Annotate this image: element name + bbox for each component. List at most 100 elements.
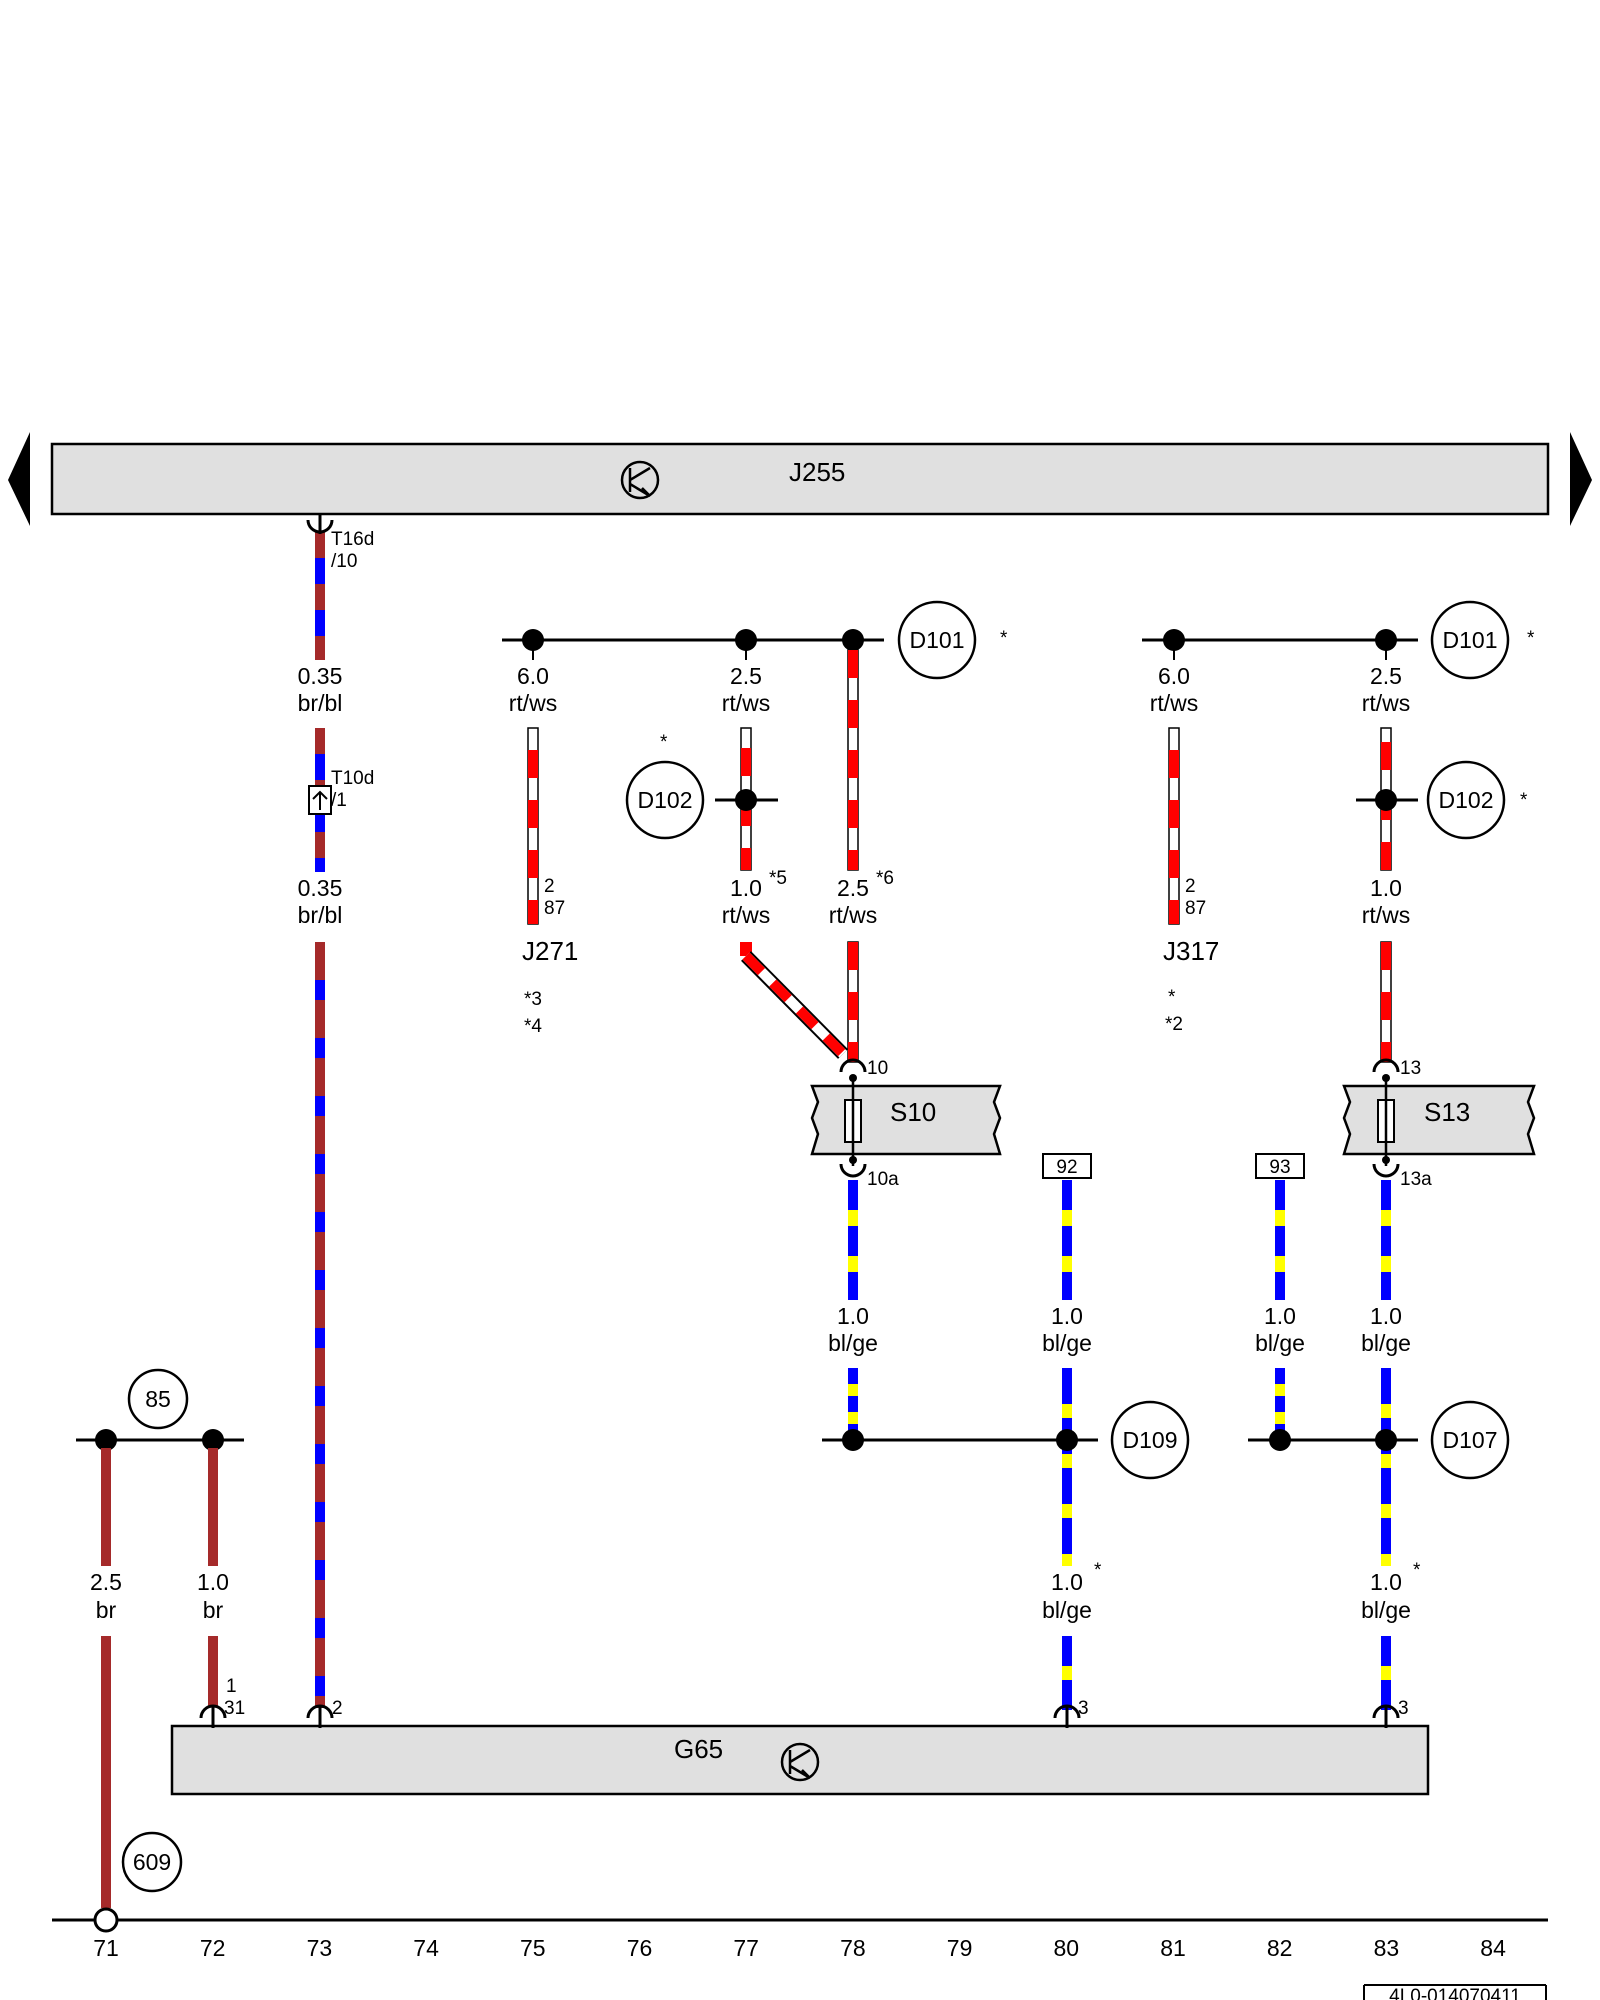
wire-71-color: br	[96, 1597, 117, 1623]
wire-83b-color: rt/ws	[1362, 902, 1411, 928]
page-continue-left-arrow[interactable]	[8, 432, 30, 526]
junction-72	[202, 1429, 224, 1451]
ref-box-93[interactable]	[1255, 1153, 1305, 1179]
node-d101-right-circle	[1430, 600, 1510, 680]
node-609[interactable]: 609	[121, 1831, 183, 1893]
wire-77b-size: 1.0	[730, 875, 762, 901]
wire-73-size-mid: 0.35	[298, 875, 343, 901]
pin-j271-bottom: 87	[544, 898, 565, 919]
module-j255[interactable]: J255	[50, 442, 1550, 516]
module-g65[interactable]: G65	[170, 1724, 1430, 1796]
axis-tick-label: 82	[1267, 1935, 1293, 1961]
wire-83c-color: bl/ge	[1361, 1330, 1411, 1356]
electronic-symbol-icon	[620, 460, 660, 500]
junction-d102-left	[735, 789, 757, 811]
component-j317-label: J317	[1163, 936, 1219, 966]
pin-s13-out-icon	[1372, 1163, 1400, 1178]
axis-tick-label: 80	[1054, 1935, 1080, 1961]
axis-tick-label: 81	[1160, 1935, 1186, 1961]
node-d101-left-label: D101	[910, 627, 965, 653]
footer-doc-id: 4L0-014070411	[1363, 1984, 1547, 2000]
wire-72-color: br	[203, 1597, 224, 1623]
pin-g65-72-b: 31	[224, 1698, 245, 1719]
junction-d107-83	[1375, 1429, 1397, 1451]
connector-t16d[interactable]: T16d /10	[306, 514, 374, 572]
connector-t10d-pin-label: /1	[331, 790, 347, 811]
pin-s10-in-dot	[849, 1074, 857, 1082]
node-d109-circle	[1110, 1400, 1190, 1480]
junction-d102-right	[1375, 789, 1397, 811]
wire-78[interactable]	[847, 649, 859, 871]
junction-75	[522, 629, 544, 651]
wire-80b-size: 1.0	[1051, 1569, 1083, 1595]
wire-81[interactable]	[1168, 727, 1180, 925]
node-d109-label: D109	[1123, 1427, 1178, 1453]
node-d101-right-label: D101	[1443, 627, 1498, 653]
junction-77	[735, 629, 757, 651]
page-continue-right-arrow[interactable]	[1570, 432, 1592, 526]
fuse-holder-s10[interactable]: S10	[810, 1076, 1002, 1166]
axis-tick-label: 73	[307, 1935, 333, 1961]
axis-tick-label: 84	[1480, 1935, 1506, 1961]
connector-t10d-arrow	[312, 790, 328, 810]
note-j271-1: *3	[524, 989, 542, 1010]
junction-78	[842, 629, 864, 651]
fuse-s10-label: S10	[890, 1097, 936, 1127]
note-83-star: *	[1413, 1560, 1421, 1581]
node-d102-right[interactable]: D102	[1426, 760, 1506, 840]
node-d102-left[interactable]: D102	[625, 760, 705, 840]
node-d101-left-circle	[897, 600, 977, 680]
wire-78b[interactable]	[847, 941, 859, 1063]
pin-j317-bottom: 87	[1185, 898, 1206, 919]
connector-t10d-label: T10d	[331, 768, 374, 789]
pin-j317-top: 2	[1185, 876, 1196, 897]
component-j271-label: J271	[522, 936, 578, 966]
node-d101-left[interactable]: D101	[897, 600, 977, 680]
pin-g65-72-a: 1	[226, 1676, 237, 1697]
axis-tick-label: 79	[947, 1935, 973, 1961]
wire-78c-size: 1.0	[837, 1303, 869, 1329]
note-d102-right-star: *	[1520, 790, 1528, 811]
pin-g65-73: 2	[332, 1698, 343, 1719]
axis-tick-label: 76	[627, 1935, 653, 1961]
wire-77b[interactable]	[740, 942, 848, 1059]
electronic-symbol-icon-g65	[780, 1742, 820, 1782]
pin-j271-top: 2	[544, 876, 555, 897]
pin-s13-out-dot	[1382, 1156, 1390, 1164]
note-d101-left-star: *	[1000, 628, 1008, 649]
wire-75[interactable]	[527, 727, 539, 925]
wire-80a-color: bl/ge	[1042, 1330, 1092, 1356]
node-d107-circle	[1430, 1400, 1510, 1480]
junction-d109-78	[842, 1429, 864, 1451]
wire-75-size: 6.0	[517, 663, 549, 689]
node-d101-right[interactable]: D101	[1430, 600, 1510, 680]
module-g65-body	[170, 1724, 1430, 1796]
node-85[interactable]: 85	[127, 1368, 189, 1430]
connector-t10d[interactable]: T10d /1	[308, 768, 374, 815]
ref-93-label: 93	[1269, 1157, 1290, 1178]
wire-83b[interactable]	[1380, 941, 1392, 1063]
node-d107[interactable]: D107	[1430, 1400, 1510, 1480]
node-d102-right-circle	[1426, 760, 1506, 840]
fuse-holder-s13[interactable]: S13	[1342, 1076, 1536, 1166]
wire-78c-color: bl/ge	[828, 1330, 878, 1356]
node-d109[interactable]: D109	[1110, 1400, 1190, 1480]
ground-point-icon	[93, 1907, 119, 1933]
wire-78-color: rt/ws	[829, 902, 878, 928]
note-j317-2: *2	[1165, 1014, 1183, 1035]
footer-doc-id-label: 4L0-014070411	[1389, 1986, 1521, 2000]
wire-77-color: rt/ws	[722, 690, 771, 716]
connector-t16d-label: T16d	[331, 529, 374, 550]
ref-box-92[interactable]	[1042, 1153, 1092, 1179]
pin-s13-in-icon	[1372, 1058, 1400, 1073]
note-j271-2: *4	[524, 1016, 542, 1037]
wire-73-color-top: br/bl	[298, 690, 343, 716]
axis-tick-label: 78	[840, 1935, 866, 1961]
node-85-circle	[127, 1368, 189, 1430]
electronic-symbol-arrow-g65	[788, 1748, 811, 1780]
node-d102-left-label: D102	[638, 787, 693, 813]
wire-78-size: 2.5	[837, 875, 869, 901]
fuse-s13-label: S13	[1424, 1097, 1470, 1127]
module-g65-label: G65	[674, 1734, 723, 1764]
node-609-label: 609	[133, 1849, 171, 1875]
